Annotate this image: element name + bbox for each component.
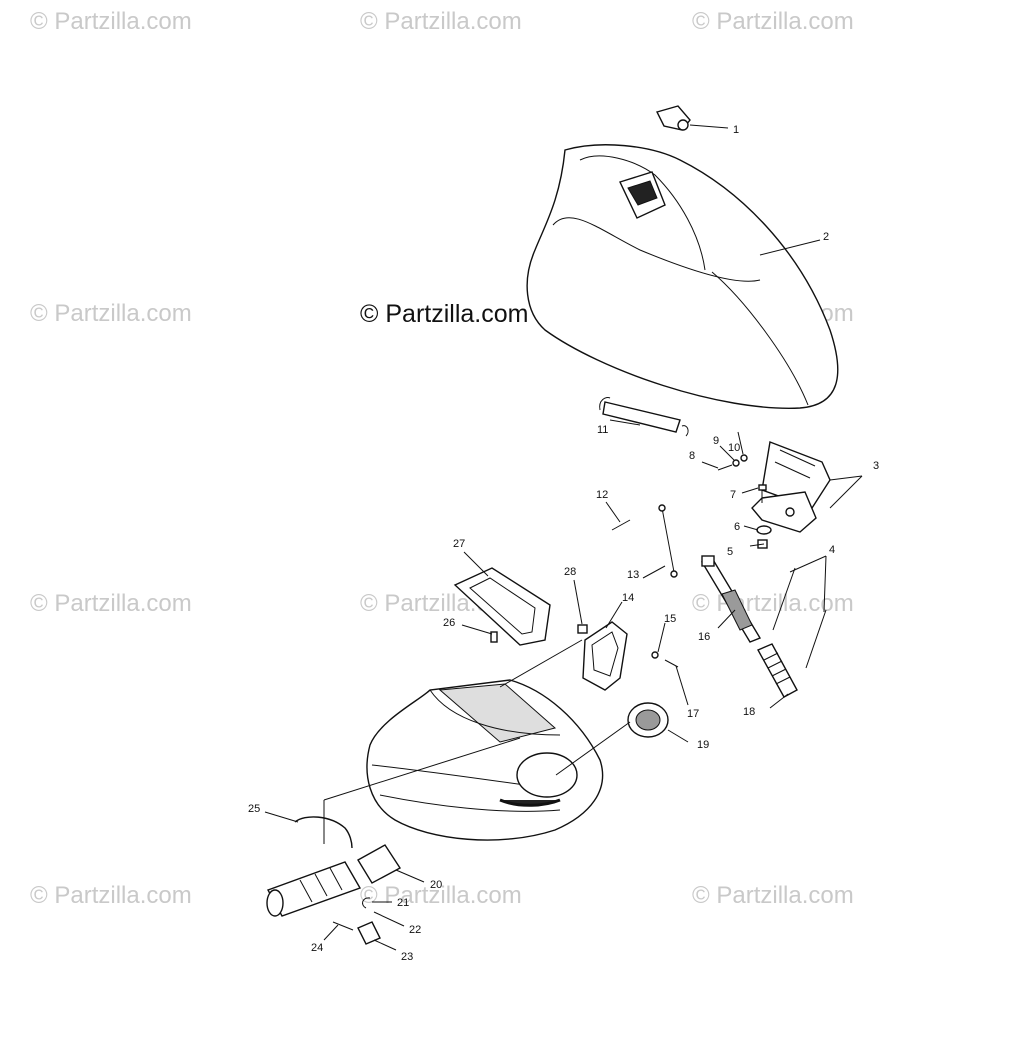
callout-24: 24 [311,942,323,954]
callout-8: 8 [689,450,695,462]
callout-23: 23 [401,951,413,963]
cable-rod [611,504,678,578]
callout-5: 5 [727,546,733,558]
callout-7: 7 [730,489,736,501]
console-body [366,679,604,841]
gasket-frame [453,567,551,646]
hood-cover [526,144,839,409]
cylinder-housing [266,844,402,917]
callout-2: 2 [823,231,829,243]
callout-18: 18 [743,706,755,718]
watermark: © Partzilla.com [360,882,522,909]
callout-26: 26 [443,617,455,629]
callout-4: 4 [829,544,835,556]
watermark: © Partzilla.com [30,300,192,327]
callout-12: 12 [596,489,608,501]
gas-strut [700,555,762,643]
watermark: © Partzilla.com [30,590,192,617]
support-rods [772,567,827,669]
callout-17: 17 [687,708,699,720]
clip-hardware [332,897,381,945]
callout-6: 6 [734,521,740,533]
watermark: © Partzilla.com [692,590,854,617]
callout-20: 20 [430,879,442,891]
hinge-strip [599,397,689,437]
callout-27: 27 [453,538,465,550]
callout-28: 28 [564,566,576,578]
callout-22: 22 [409,924,421,936]
callout-11: 11 [597,424,608,436]
latch-bracket [751,441,831,533]
round-cap [627,702,669,738]
cover-plate [582,621,628,691]
callout-21: 21 [397,897,409,909]
callout-25: 25 [248,803,260,815]
callout-3: 3 [873,460,879,472]
callout-14: 14 [622,592,634,604]
callout-13: 13 [627,569,639,581]
fasteners [490,624,679,668]
callout-16: 16 [698,631,710,643]
callout-labels: 1 2 3 4 5 6 7 8 9 10 11 12 13 14 15 16 1… [248,124,879,963]
callout-10: 10 [728,442,740,454]
watermark: © Partzilla.com [360,8,522,35]
watermark: © Partzilla.com [30,882,192,909]
spring-boot [757,643,798,698]
callout-19: 19 [697,739,709,751]
callout-9: 9 [713,435,719,447]
hood-tab [655,105,691,131]
callout-1: 1 [733,124,739,136]
watermark: © Partzilla.com [692,882,854,909]
copyright-label: © Partzilla.com [360,300,529,328]
callout-15: 15 [664,613,676,625]
leader-lines [264,124,863,951]
watermark: © Partzilla.com [692,8,854,35]
watermark: © Partzilla.com [30,8,192,35]
